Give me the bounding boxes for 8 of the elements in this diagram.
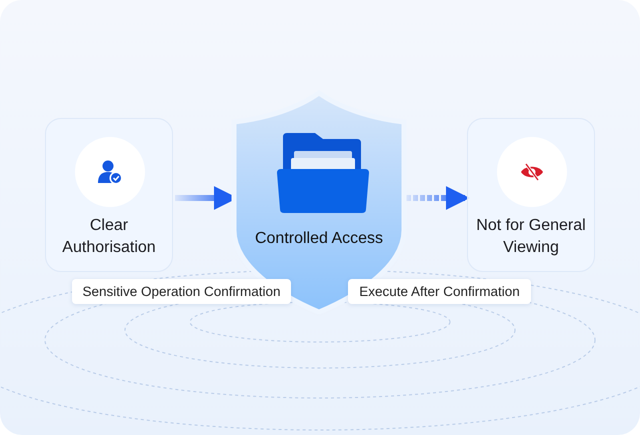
- tag-label: Execute After Confirmation: [348, 279, 531, 304]
- tag-label: Sensitive Operation Confirmation: [72, 279, 291, 304]
- shield-title: Controlled Access: [254, 230, 384, 248]
- feature-card: [467, 118, 595, 272]
- card-title: Clear Authorisation: [61, 216, 157, 258]
- card-title: Not for General Viewing: [475, 216, 587, 258]
- feature-card: [45, 118, 173, 272]
- flow-arrow: [406, 186, 470, 210]
